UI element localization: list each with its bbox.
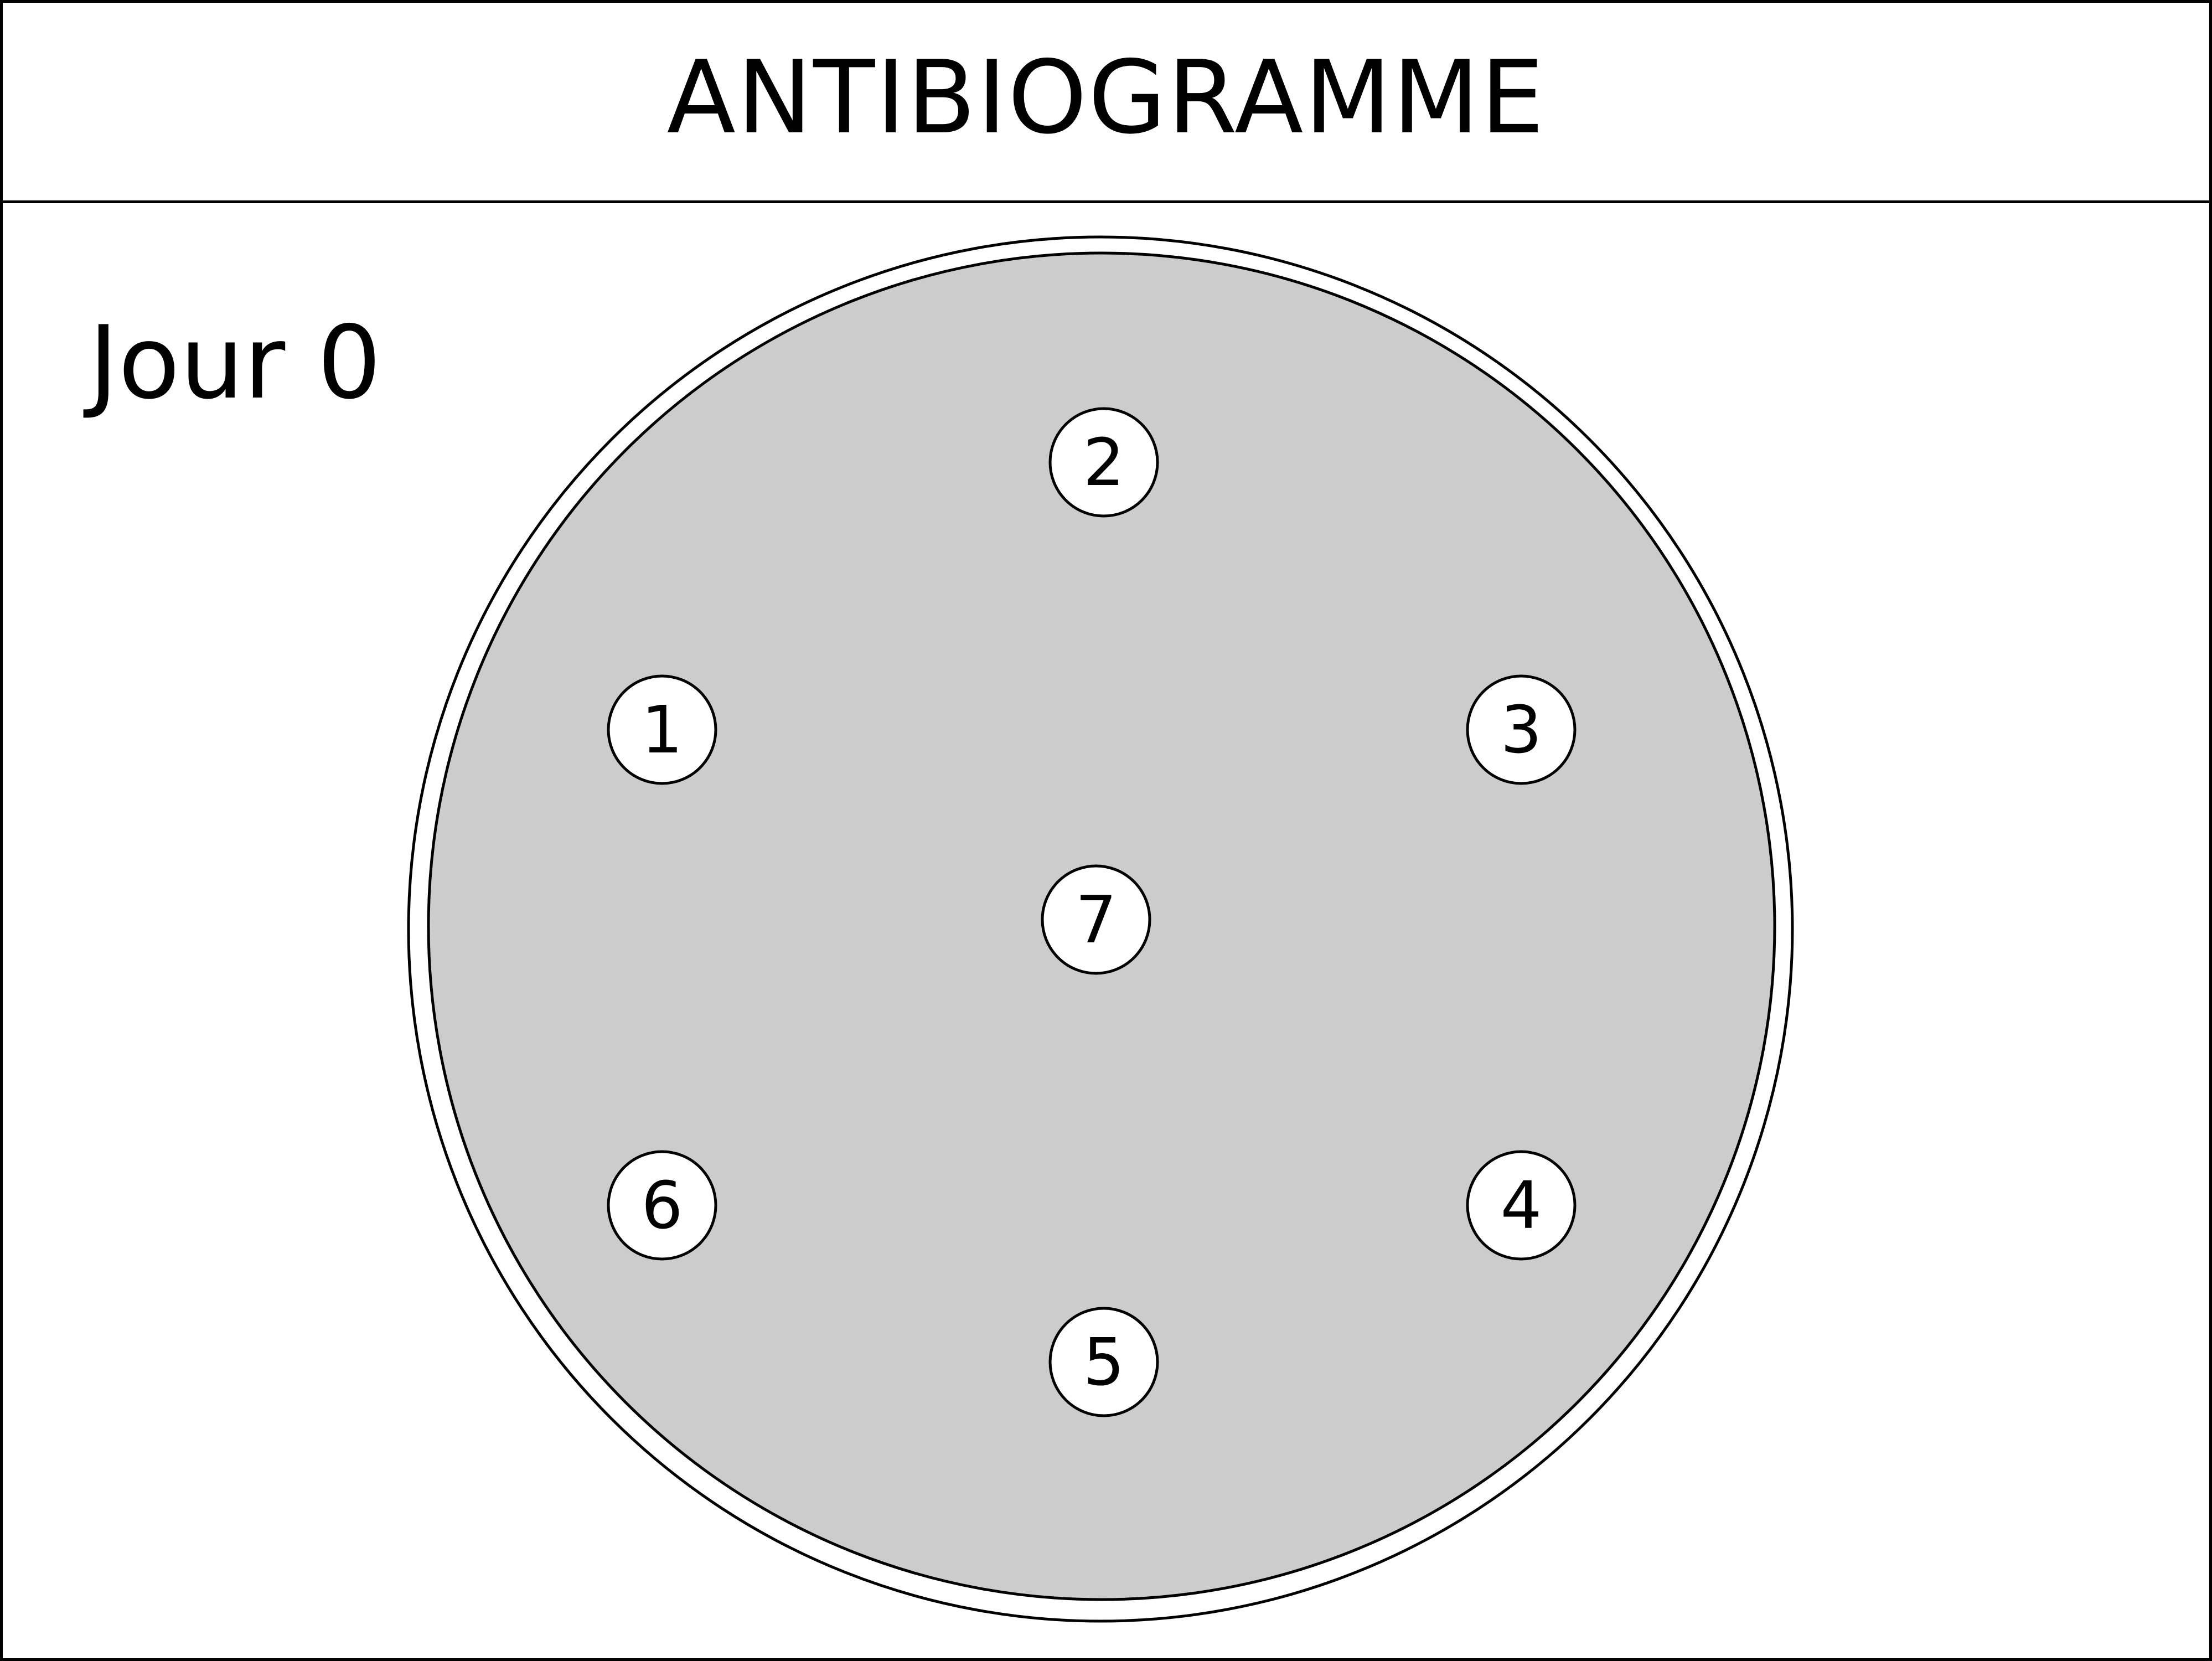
disk-7: 7 xyxy=(1041,864,1151,975)
disk-4: 4 xyxy=(1466,1150,1577,1261)
disk-4-circle xyxy=(1466,1150,1577,1261)
disk-3: 3 xyxy=(1466,674,1577,785)
disk-1: 1 xyxy=(607,674,717,785)
day-label: Jour 0 xyxy=(89,304,381,421)
disk-7-label: 7 xyxy=(1075,881,1117,958)
disk-2-circle xyxy=(1048,407,1159,518)
disk-2-label: 2 xyxy=(1083,424,1124,501)
disk-6-circle xyxy=(607,1150,717,1261)
disk-5-circle xyxy=(1048,1307,1159,1417)
page-title: ANTIBIOGRAMME xyxy=(666,39,1546,156)
disk-7-circle xyxy=(1041,864,1151,975)
disk-6-label: 6 xyxy=(641,1167,683,1244)
disk-6: 6 xyxy=(607,1150,717,1261)
disk-4-label: 4 xyxy=(1500,1167,1542,1244)
title-bar: ANTIBIOGRAMME xyxy=(0,0,2212,203)
disk-1-label: 1 xyxy=(641,692,683,768)
disk-5-label: 5 xyxy=(1083,1324,1124,1400)
disk-1-circle xyxy=(607,674,717,785)
disk-2: 2 xyxy=(1048,407,1159,518)
disk-3-circle xyxy=(1466,674,1577,785)
disk-5: 5 xyxy=(1048,1307,1159,1417)
disk-3-label: 3 xyxy=(1500,692,1542,768)
